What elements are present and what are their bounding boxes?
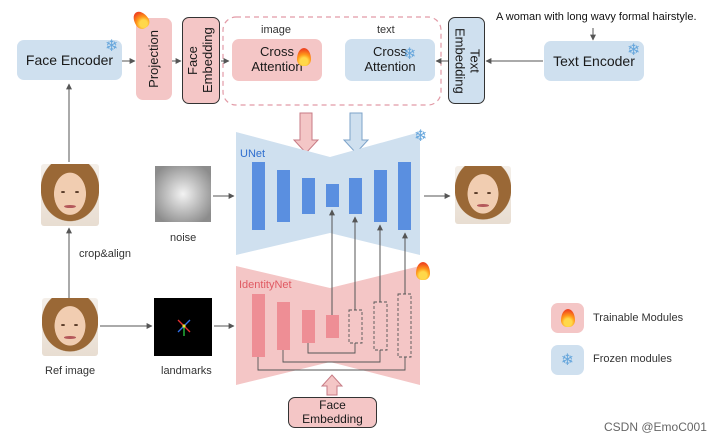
identitynet-block-2 (277, 302, 290, 350)
cross-attention-image-caption: image (261, 24, 291, 36)
unet-block-1 (252, 162, 265, 230)
unet-block-7 (398, 162, 411, 230)
unet-label: UNet (240, 148, 266, 160)
noise-label: noise (170, 232, 197, 244)
legend-frozen-label: Frozen modules (593, 353, 672, 365)
identitynet-block-1 (252, 294, 265, 357)
unet-block-3 (302, 178, 315, 214)
identitynet-label: IdentityNet (239, 279, 292, 291)
legend-frozen-swatch: ❄ (551, 345, 584, 375)
unet-block-4 (326, 184, 339, 207)
identitynet-block-4 (326, 315, 339, 338)
crop-align-label: crop&align (79, 248, 131, 260)
ref-image-label: Ref image (45, 365, 96, 377)
identitynet-block-3 (302, 310, 315, 343)
ref-image (42, 298, 98, 356)
block-arrow-image-down (292, 112, 320, 154)
cross-attention-text-label: Cross Attention (364, 44, 416, 74)
snowflake-icon: ❄ (414, 126, 428, 145)
text-embedding-box: Text Embedding (448, 17, 485, 104)
skip-3 (307, 343, 356, 354)
fire-icon (560, 309, 575, 327)
cross-attention-image-label: Cross Attention (251, 44, 303, 74)
text-encoder-box: Text Encoder (544, 41, 644, 81)
text-embedding-label: Text Embedding (452, 27, 483, 94)
watermark: CSDN @EmoC001 (604, 420, 707, 434)
prompt-text: A woman with long wavy formal hairstyle. (496, 11, 697, 23)
unet-block-6 (374, 170, 387, 222)
unet-block-5 (349, 178, 362, 214)
cross-attention-text-caption: text (377, 24, 395, 36)
fire-icon (416, 262, 430, 280)
block-arrow-face-embedding-up (320, 374, 344, 396)
face-encoder-label: Face Encoder (25, 51, 114, 68)
face-encoder-box: Face Encoder (17, 40, 122, 80)
block-arrow-text-down (342, 112, 370, 154)
cross-attention-text-box: Cross Attention (345, 39, 435, 81)
snowflake-icon: ❄ (627, 40, 641, 59)
cropped-face-image (41, 164, 99, 226)
noise-image (155, 166, 211, 222)
snowflake-icon: ❄ (105, 36, 119, 55)
snowflake-icon: ❄ (560, 350, 575, 369)
projection-label: Projection (145, 30, 161, 88)
legend-trainable-swatch (551, 303, 584, 333)
face-embedding-top-box: Face Embedding (182, 17, 220, 104)
snowflake-icon: ❄ (403, 44, 417, 63)
landmarks-skeleton (177, 319, 191, 336)
skip-2 (282, 350, 381, 363)
text-encoder-label: Text Encoder (553, 52, 635, 69)
skip-1 (257, 357, 406, 371)
projection-box: Projection (136, 18, 172, 100)
fire-icon (297, 48, 311, 66)
unet-block-2 (277, 170, 290, 222)
output-face-image (455, 166, 511, 224)
legend-trainable-label: Trainable Modules (593, 312, 684, 324)
landmarks-label: landmarks (161, 365, 212, 377)
face-embedding-top-label: Face Embedding (185, 27, 215, 94)
face-embedding-bottom-box: Face Embedding (288, 397, 377, 428)
face-embedding-bottom-label: Face Embedding (302, 397, 363, 426)
